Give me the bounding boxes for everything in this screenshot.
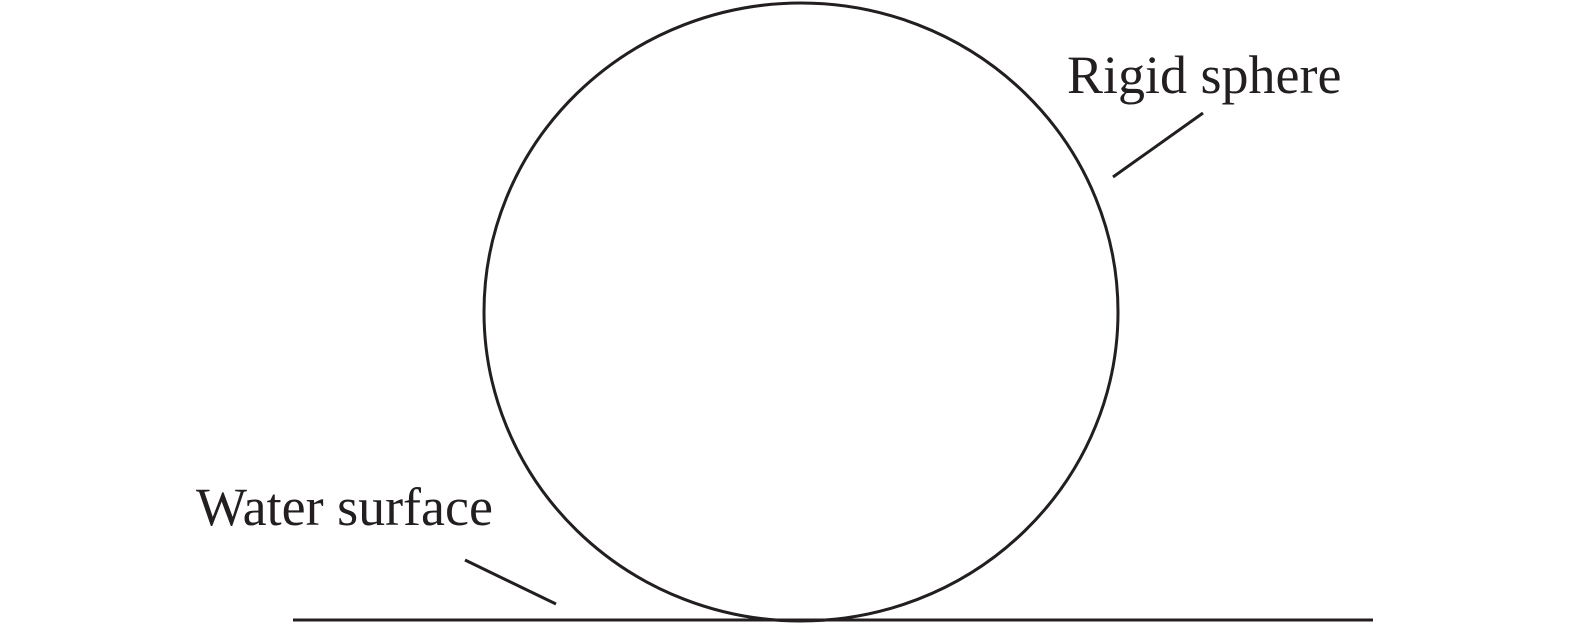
sphere-leader-line: [1112, 111, 1204, 179]
water-label: Water surface: [196, 477, 493, 537]
sphere-label: Rigid sphere: [1067, 45, 1341, 105]
water-leader-line: [464, 558, 557, 606]
rigid-sphere-circle: [482, 1, 1120, 623]
